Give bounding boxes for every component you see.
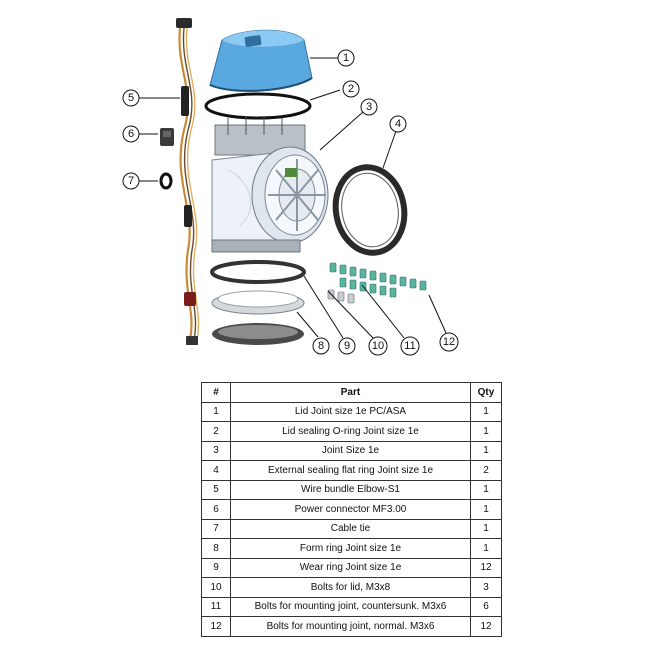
table-header-row: # Part Qty bbox=[201, 382, 502, 403]
row-qty: 1 bbox=[470, 518, 502, 539]
lid-part bbox=[209, 29, 313, 92]
external-sealing-ring bbox=[332, 164, 408, 256]
row-number: 12 bbox=[201, 616, 231, 637]
row-qty: 1 bbox=[470, 538, 502, 559]
row-part: Cable tie bbox=[230, 518, 471, 539]
form-ring bbox=[212, 323, 304, 345]
callout-4: 4 bbox=[389, 115, 407, 133]
svg-text:11: 11 bbox=[404, 340, 415, 352]
callout-8: 8 bbox=[312, 337, 330, 355]
row-part: Bolts for mounting joint, normal. M3x6 bbox=[230, 616, 471, 637]
row-number: 9 bbox=[201, 557, 231, 578]
row-number: 4 bbox=[201, 460, 231, 481]
row-qty: 1 bbox=[470, 421, 502, 442]
callout-3: 3 bbox=[360, 98, 378, 116]
svg-text:1: 1 bbox=[343, 52, 349, 64]
svg-text:8: 8 bbox=[318, 340, 324, 352]
callout-7: 7 bbox=[122, 172, 140, 190]
callout-2: 2 bbox=[342, 80, 360, 98]
row-part: Wire bundle Elbow-S1 bbox=[230, 479, 471, 500]
row-number: 3 bbox=[201, 440, 231, 461]
row-part: Lid sealing O-ring Joint size 1e bbox=[230, 421, 471, 442]
row-qty: 2 bbox=[470, 460, 502, 481]
form-ring-gear bbox=[211, 290, 305, 315]
row-part: Bolts for lid, M3x8 bbox=[230, 577, 471, 598]
wear-ring bbox=[210, 260, 306, 284]
svg-text:2: 2 bbox=[348, 83, 354, 95]
row-number: 5 bbox=[201, 479, 231, 500]
exploded-view-diagram: 1 2 3 4 5 6 7 8 9 10 11 12 bbox=[122, 18, 459, 356]
power-connector bbox=[160, 128, 174, 146]
row-part: External sealing flat ring Joint size 1e bbox=[230, 460, 471, 481]
callout-11: 11 bbox=[400, 336, 420, 356]
row-qty: 1 bbox=[470, 401, 502, 422]
row-part: Power connector MF3.00 bbox=[230, 499, 471, 520]
row-qty: 1 bbox=[470, 499, 502, 520]
row-qty: 12 bbox=[470, 557, 502, 578]
callout-9: 9 bbox=[338, 337, 356, 355]
svg-text:3: 3 bbox=[366, 101, 372, 113]
callout-1: 1 bbox=[337, 49, 355, 67]
header-part: Part bbox=[230, 382, 471, 403]
row-qty: 12 bbox=[470, 616, 502, 637]
row-qty: 1 bbox=[470, 479, 502, 500]
row-number: 7 bbox=[201, 518, 231, 539]
svg-text:4: 4 bbox=[395, 118, 401, 130]
header-qty: Qty bbox=[470, 382, 502, 403]
lid-o-ring bbox=[204, 92, 312, 120]
svg-text:12: 12 bbox=[443, 336, 455, 348]
callout-12: 12 bbox=[439, 332, 459, 352]
row-number: 11 bbox=[201, 596, 231, 617]
svg-text:7: 7 bbox=[128, 175, 134, 187]
callout-10: 10 bbox=[368, 336, 388, 356]
row-part: Bolts for mounting joint, countersunk. M… bbox=[230, 596, 471, 617]
row-qty: 6 bbox=[470, 596, 502, 617]
callout-5: 5 bbox=[122, 89, 140, 107]
row-part: Wear ring Joint size 1e bbox=[230, 557, 471, 578]
svg-text:10: 10 bbox=[372, 340, 384, 352]
svg-text:6: 6 bbox=[128, 128, 134, 140]
row-number: 2 bbox=[201, 421, 231, 442]
bolts-group bbox=[327, 262, 427, 304]
joint-body bbox=[211, 116, 329, 253]
row-number: 1 bbox=[201, 401, 231, 422]
svg-text:9: 9 bbox=[344, 340, 350, 352]
row-qty: 1 bbox=[470, 440, 502, 461]
svg-text:5: 5 bbox=[128, 92, 134, 104]
row-part: Lid Joint size 1e PC/ASA bbox=[230, 401, 471, 422]
header-number: # bbox=[201, 382, 231, 403]
cable-tie bbox=[159, 172, 173, 190]
row-qty: 3 bbox=[470, 577, 502, 598]
row-part: Joint Size 1e bbox=[230, 440, 471, 461]
wire-bundle bbox=[176, 18, 200, 345]
callout-6: 6 bbox=[122, 125, 140, 143]
row-number: 10 bbox=[201, 577, 231, 598]
row-number: 6 bbox=[201, 499, 231, 520]
leader-lines bbox=[139, 57, 447, 339]
row-part: Form ring Joint size 1e bbox=[230, 538, 471, 559]
row-number: 8 bbox=[201, 538, 231, 559]
